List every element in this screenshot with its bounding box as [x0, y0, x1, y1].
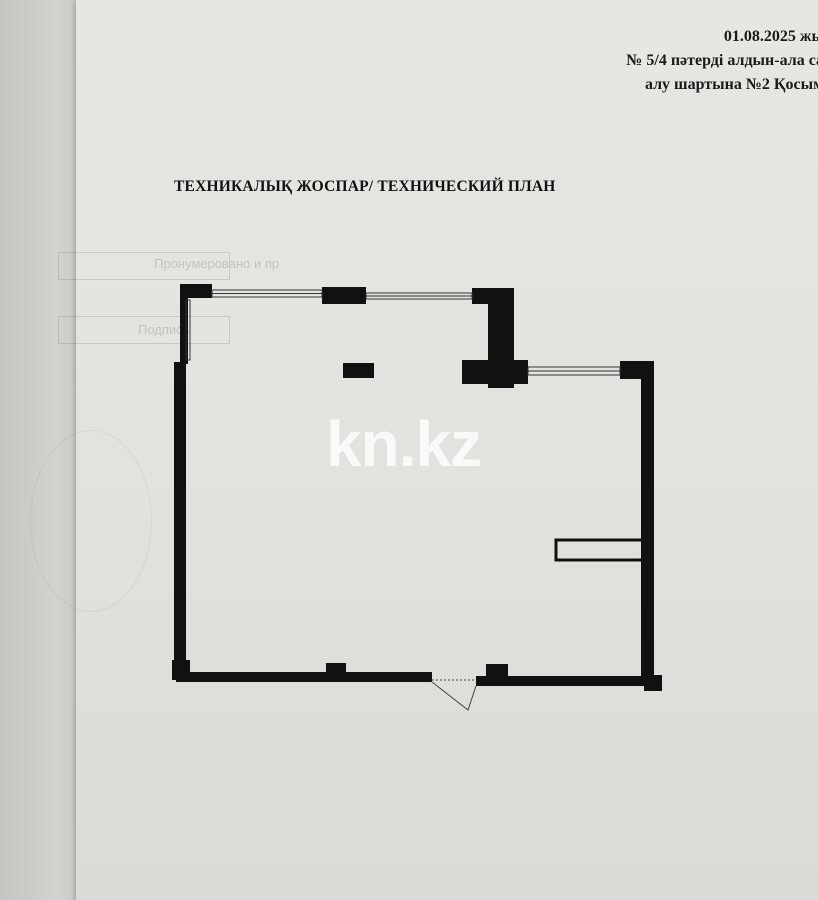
entrance-door-swing: [431, 681, 477, 711]
document-sheet: [76, 0, 818, 900]
kn-kz-watermark: kn.kz: [326, 408, 482, 480]
stamp-text-signature: Подпись: [138, 322, 190, 337]
column-center: [343, 363, 374, 378]
page-title: ТЕХНИКАЛЫҚ ЖОСПАР/ ТЕХНИЧЕСКИЙ ПЛАН: [174, 178, 556, 195]
wall-right: [641, 361, 654, 683]
pillar-bottom-right: [486, 664, 508, 678]
stamp-text-numbered: Пронумеровано и пр: [154, 256, 280, 271]
header-date-line: 01.08.2025 жы: [723, 28, 818, 45]
built-in-shelf: [554, 538, 646, 562]
pillar-top: [322, 287, 366, 304]
wall-notch-block: [462, 360, 528, 384]
wall-left-upper: [180, 284, 188, 364]
faded-round-stamp: [30, 430, 152, 612]
faded-stamp: Пронумеровано и пр Подпись: [58, 252, 279, 344]
window-left: [185, 299, 191, 361]
header-appendix-line: алу шартына №2 Қосым: [644, 76, 818, 93]
wall-bottom-right: [476, 676, 662, 686]
wall-left: [174, 362, 186, 680]
pillar-bottom-left: [326, 663, 346, 675]
header-contract-line: № 5/4 пәтерді алдын-ала са: [626, 52, 818, 69]
wall-bottom-left: [176, 672, 432, 682]
